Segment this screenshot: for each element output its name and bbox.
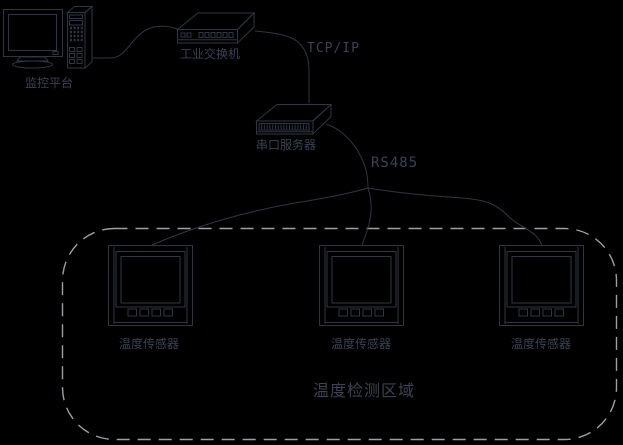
connection-lines: [92, 25, 543, 247]
rs485-link-label: RS485: [371, 155, 419, 171]
detection-zone-label: 温度检测区域: [312, 381, 416, 400]
sensor-3-label: 温度传感器: [510, 337, 572, 351]
serial-server-icon: [255, 103, 333, 136]
sensor-3-icon: [499, 245, 584, 326]
link-workstation-switch: [92, 25, 178, 59]
industrial-switch-icon: [176, 11, 256, 45]
switch-ports: [180, 32, 234, 38]
workstation-icon: [3, 5, 94, 70]
monitor-icon: [3, 9, 63, 69]
serial-server-label: 串口服务器: [255, 138, 317, 152]
link-switch-serial-server: [254, 30, 310, 103]
sensor-2-icon: [319, 245, 404, 326]
industrial-switch-label: 工业交换机: [179, 47, 241, 61]
tower-icon: [66, 5, 94, 70]
link-bus-sensor-1: [151, 187, 369, 246]
detection-zone-boundary: [61, 227, 618, 441]
sensor-2-label: 温度传感器: [330, 337, 392, 351]
sensor-1-label: 温度传感器: [118, 337, 180, 351]
workstation-label: 监控平台: [24, 76, 74, 90]
sensor-1-icon: [108, 245, 193, 326]
link-serial-server-bus: [325, 123, 369, 189]
link-bus-sensor-3: [367, 187, 543, 247]
link-bus-sensor-2: [361, 187, 372, 247]
tcp-ip-link-label: TCP/IP: [307, 41, 360, 56]
